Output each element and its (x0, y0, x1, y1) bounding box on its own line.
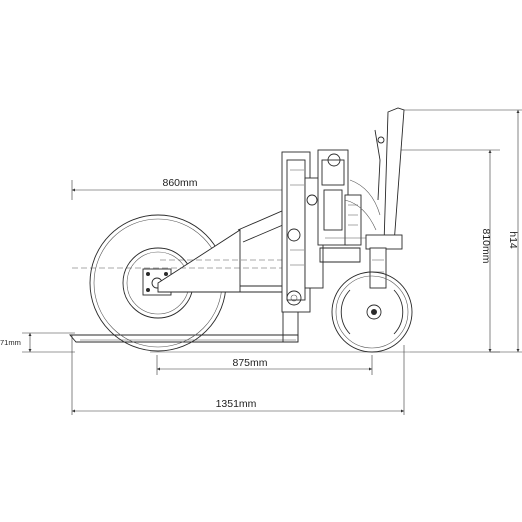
dimension-860: 860mm (71, 177, 300, 200)
hydraulic-unit (317, 149, 370, 263)
dimension-875-label: 875mm (232, 357, 267, 369)
dimension-810-label: 810mm (480, 228, 492, 263)
dimension-h14: h14 (400, 109, 522, 353)
dimension-810: 810mm (395, 149, 500, 353)
dimension-71: 71mm (0, 332, 75, 353)
wheel-frame (72, 197, 319, 293)
mast-column (281, 151, 324, 313)
dimension-860-label: 860mm (162, 177, 197, 189)
dimension-875: 875mm (156, 355, 373, 375)
steering-block (365, 234, 403, 289)
small-wheel (331, 271, 413, 353)
dimension-1351-label: 1351mm (216, 398, 257, 410)
dimension-1351: 1351mm (71, 335, 405, 415)
dimension-h14-label: h14 (507, 231, 519, 249)
handle-tiller (344, 107, 405, 245)
dimension-71-label: 71mm (0, 338, 21, 347)
